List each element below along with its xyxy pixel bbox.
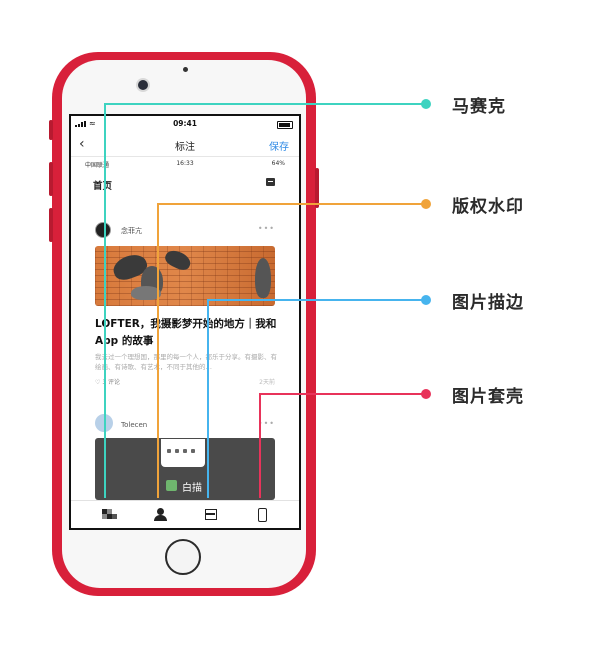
inbox-icon xyxy=(266,178,275,186)
post-photo xyxy=(95,246,275,306)
post-author: Tolecen xyxy=(121,421,148,429)
avatar xyxy=(95,222,111,238)
callout-dot-mosaic xyxy=(421,99,431,109)
comment-count: 3 评论 xyxy=(102,379,121,386)
chevron-left-icon[interactable]: ‹ xyxy=(79,136,85,152)
power-button xyxy=(315,168,319,208)
preview-status-bar: 中国联通 16:33 64% xyxy=(83,160,287,170)
callout-dot-case xyxy=(421,389,431,399)
home-button[interactable] xyxy=(165,539,201,575)
callout-label-case: 图片套壳 xyxy=(452,387,524,407)
more-icon: ••• xyxy=(257,419,275,428)
edit-toolbar xyxy=(71,500,299,528)
style-chip[interactable]: 白描 xyxy=(162,476,208,496)
callout-line-border xyxy=(207,299,426,301)
heart-icon: ♡ xyxy=(95,379,101,386)
post-meta: ♡ 3 评论 xyxy=(95,377,120,386)
callout-line-watermark xyxy=(157,203,426,205)
callout-line-watermark xyxy=(157,203,159,498)
callout-line-case xyxy=(259,393,426,395)
preview-time: 16:33 xyxy=(176,160,194,167)
mute-switch xyxy=(49,120,53,140)
callout-dot-border xyxy=(421,295,431,305)
status-time: 09:41 xyxy=(173,119,197,128)
nav-bar: ‹ 标注 保存 xyxy=(71,134,299,156)
status-bar: ≈ 09:41 xyxy=(71,116,299,132)
battery-icon xyxy=(277,121,293,129)
callout-label-mosaic: 马赛克 xyxy=(452,97,506,117)
signal-icon xyxy=(75,121,86,127)
volume-up-button xyxy=(49,162,53,196)
preview-header-title: 首页 xyxy=(93,181,113,192)
mini-phone-preview xyxy=(161,439,205,467)
post-author: 念菲亢 xyxy=(121,227,142,235)
style-chip-label: 白描 xyxy=(182,483,202,494)
page-title: 标注 xyxy=(175,142,195,153)
wifi-icon: ≈ xyxy=(89,119,96,128)
user-stamp-icon[interactable] xyxy=(153,507,169,523)
screenshot-preview[interactable]: 中国联通 16:33 64% 首页 念菲亢 ••• LOFTER，我摄影梦开始的… xyxy=(83,158,287,500)
mosaic-icon[interactable] xyxy=(101,507,117,523)
callout-line-mosaic xyxy=(104,103,106,498)
style-icon xyxy=(166,480,177,491)
more-icon: ••• xyxy=(257,224,275,233)
preview-battery: 64% xyxy=(271,160,285,167)
callout-line-border xyxy=(207,299,209,498)
front-camera xyxy=(138,80,148,90)
callout-line-case xyxy=(259,393,261,498)
callout-line-mosaic xyxy=(104,103,426,105)
preview-carrier: 中国联通 xyxy=(85,162,110,169)
post-excerpt: 我去过一个理想国，那里的每一个人，都乐于分享。有摄影、有绘画、有诗歌、有艺术，不… xyxy=(95,353,277,371)
nav-divider xyxy=(71,156,299,157)
post-headline: LOFTER，我摄影梦开始的地方｜我和 App 的故事 xyxy=(95,318,277,347)
callout-label-watermark: 版权水印 xyxy=(452,197,524,217)
save-button[interactable]: 保存 xyxy=(269,142,289,153)
callout-dot-watermark xyxy=(421,199,431,209)
phone-screen: ≈ 09:41 ‹ 标注 保存 中国联通 16:33 64% 首页 念菲亢 ••… xyxy=(69,114,301,530)
front-sensor xyxy=(183,67,188,72)
phone-case-icon[interactable] xyxy=(255,507,271,523)
frame-icon[interactable] xyxy=(204,507,220,523)
volume-down-button xyxy=(49,208,53,242)
post-date: 2天前 xyxy=(259,379,275,386)
callout-label-border: 图片描边 xyxy=(452,293,524,313)
